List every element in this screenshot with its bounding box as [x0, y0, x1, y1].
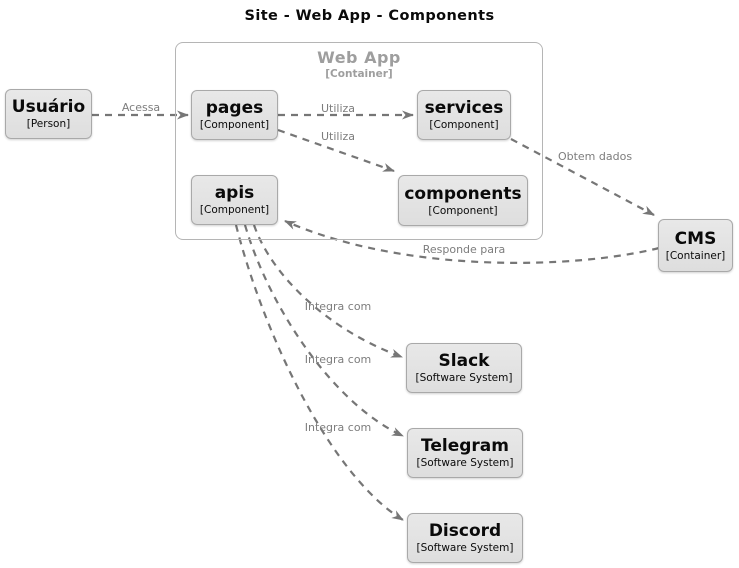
node-discord-type: [Software System] [416, 542, 514, 554]
node-pages-type: [Component] [199, 119, 270, 131]
node-discord-name: Discord [428, 521, 502, 541]
node-pages-name: pages [205, 98, 264, 118]
node-telegram-name: Telegram [421, 436, 509, 456]
edge-apis-discord [234, 224, 404, 521]
node-usuario: Usuário [Person] [5, 89, 92, 139]
node-usuario-name: Usuário [11, 97, 86, 117]
edge-label-utiliza-components: Utiliza [320, 130, 356, 143]
edge-services-cms [510, 138, 655, 216]
node-discord: Discord [Software System] [407, 513, 523, 563]
edge-label-integra-slack: Integra com [304, 300, 372, 313]
node-services-name: services [424, 98, 504, 118]
edge-label-integra-discord: Integra com [304, 421, 372, 434]
page-title: Site - Web App - Components [244, 8, 495, 24]
node-cms-name: CMS [674, 228, 717, 249]
node-pages: pages [Component] [191, 90, 278, 140]
container-webapp-header: Web App [Container] [176, 48, 542, 80]
edge-apis-slack [252, 224, 403, 359]
node-apis: apis [Component] [191, 175, 278, 225]
node-services-type: [Component] [429, 119, 499, 131]
node-telegram: Telegram [Software System] [407, 428, 523, 478]
node-components-name: components [404, 183, 522, 204]
node-components-type: [Component] [428, 204, 498, 217]
node-components: components [Component] [398, 175, 528, 226]
node-telegram-type: [Software System] [416, 457, 514, 469]
node-apis-type: [Component] [199, 204, 270, 216]
container-webapp-name: Web App [317, 48, 401, 67]
edge-label-integra-telegram: Integra com [304, 353, 372, 366]
node-apis-name: apis [214, 183, 255, 203]
container-webapp-type: [Container] [325, 68, 393, 80]
edge-label-obtem-dados: Obtem dados [557, 150, 633, 163]
edge-label-responde-para: Responde para [422, 243, 506, 256]
node-cms: CMS [Container] [658, 219, 733, 272]
edge-label-acessa: Acessa [121, 101, 161, 114]
node-cms-type: [Container] [665, 249, 726, 262]
node-services: services [Component] [417, 90, 511, 140]
node-usuario-type: [Person] [26, 118, 71, 130]
node-slack-type: [Software System] [415, 372, 513, 384]
node-slack-name: Slack [438, 351, 490, 371]
edge-apis-telegram [243, 224, 404, 438]
container-webapp: Web App [Container] [175, 42, 543, 240]
node-slack: Slack [Software System] [406, 343, 522, 393]
edge-label-utiliza-services: Utiliza [320, 102, 356, 115]
